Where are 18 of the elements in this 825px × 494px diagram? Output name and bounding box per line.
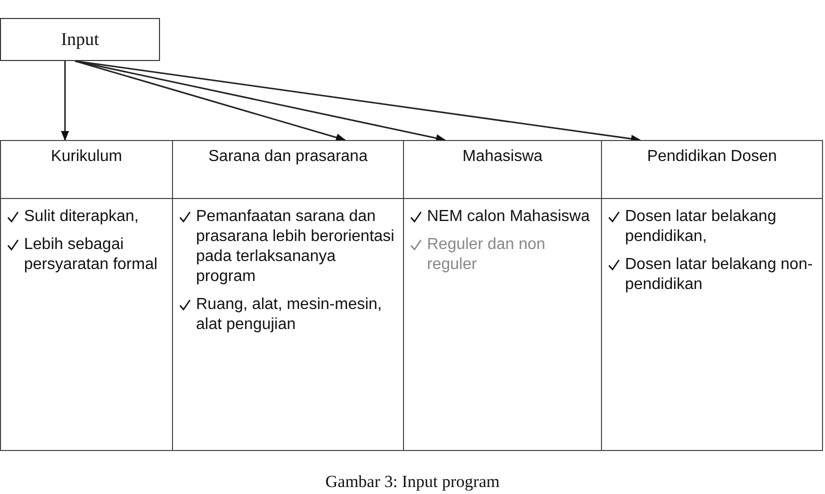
input-box: Input [0,18,160,61]
table-header-cell: Kurikulum [0,140,173,199]
arrow [74,60,446,142]
list-item-text: Pemanfaatan sarana dan prasarana lebih berorientasi pada terlaksananya program [196,207,396,287]
arrow [74,60,346,142]
table-header-cell: Pendidikan Dosen [601,140,823,199]
list-item-text: Ruang, alat, mesin-mesin, alat pengujian [196,295,383,335]
table-cell [0,198,173,451]
list-item-text: NEM calon Mahasiswa [427,207,590,227]
caption: Gambar 3: Input program [325,472,500,492]
list-item-text: Sulit diterapkan, [24,207,139,227]
arrow [61,61,69,141]
table-cell [601,198,823,451]
arrow [74,60,641,143]
list-item-text: Dosen latar belakang pendidikan, [625,207,778,247]
list-item-text: Dosen latar belakang non-pendidikan [625,255,814,295]
list-item-text: Lebih sebagai persyaratan formal [24,235,158,275]
list-item-text: Reguler dan non reguler [427,235,546,275]
